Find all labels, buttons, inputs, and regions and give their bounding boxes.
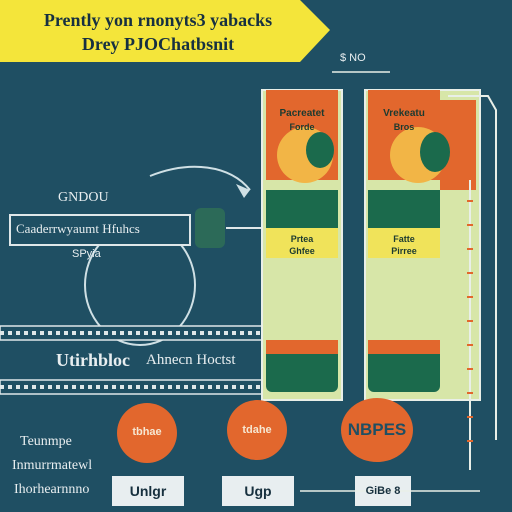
middle-caption-right: Ahnecn Hoctst bbox=[146, 352, 236, 368]
package-left-top-sub: Forde bbox=[289, 122, 315, 132]
package-left-green-band bbox=[266, 190, 338, 228]
tag-left-box bbox=[112, 476, 184, 506]
package-left-mid-label: Prtea bbox=[290, 234, 314, 244]
green-cylinder bbox=[195, 208, 225, 248]
circle-left-label: tbhae bbox=[132, 426, 162, 438]
bottom-left-text-2: Inmurrmatewl bbox=[12, 458, 93, 473]
banner-line-1: Prently yon rnonyts3 yabacks bbox=[43, 10, 273, 30]
bottom-left-text-1: Teunmpe bbox=[20, 434, 72, 449]
package-left-mid-sub: Ghfee bbox=[289, 246, 315, 256]
package-left-bottom-cap bbox=[266, 340, 338, 354]
tag-right-label: GiBe 8 bbox=[365, 485, 401, 497]
right-track bbox=[448, 95, 497, 440]
left-panel-box-text: Caaderrwyaumt Hfuhcs bbox=[16, 221, 140, 236]
tag-middle-label: Ugp bbox=[244, 483, 272, 499]
tag-middle-box bbox=[222, 476, 294, 506]
left-panel-sub-text: SPyia bbox=[72, 248, 101, 260]
bottom-left-text-3: Ihorhearnnno bbox=[14, 482, 90, 497]
circle-right-label: NBPES bbox=[347, 420, 407, 439]
package-right-mid-sub: Pirree bbox=[391, 246, 417, 256]
package-right-yellow-band bbox=[368, 228, 440, 258]
package-right-top-label: Vrekeatu bbox=[383, 108, 425, 119]
package-right-bottom-cap bbox=[368, 340, 440, 354]
tag-left-label: Unlgr bbox=[129, 483, 167, 499]
curved-arrow bbox=[149, 165, 251, 191]
circle-right bbox=[341, 398, 413, 462]
banner-line-2: Drey PJOChatbsnit bbox=[81, 34, 235, 54]
info-box bbox=[9, 214, 191, 246]
package-right-top-sub: Bros bbox=[393, 122, 415, 132]
circle-middle-label: tdahe bbox=[242, 424, 272, 436]
left-panel-title: GNDOU bbox=[58, 190, 109, 205]
arrow-head-icon bbox=[236, 184, 250, 198]
yellow-banner-arrow bbox=[0, 0, 330, 62]
corner-label: $ NO bbox=[340, 52, 366, 64]
package-right-leaf-icon bbox=[420, 132, 450, 172]
package-left-leaf-icon bbox=[306, 132, 334, 168]
package-left-top-label: Pacreatet bbox=[279, 108, 325, 119]
package-right-green-band bbox=[368, 190, 440, 228]
circle-left bbox=[117, 403, 177, 463]
middle-caption-left: Utirhbloc bbox=[56, 350, 130, 370]
package-right-mid-label: Fatte bbox=[393, 234, 415, 244]
circle-middle bbox=[227, 400, 287, 460]
package-left-yellow-band bbox=[266, 228, 338, 258]
